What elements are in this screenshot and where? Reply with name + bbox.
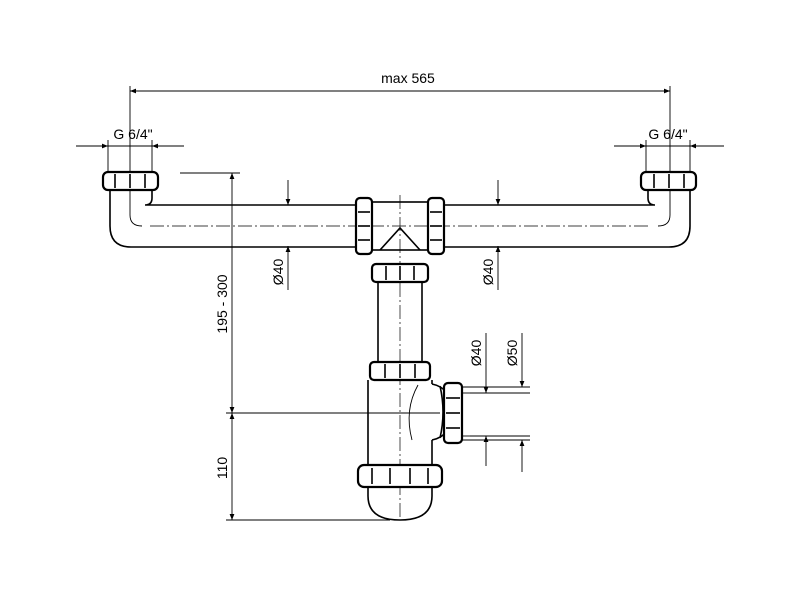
pipe-dia-left-label: Ø40 (270, 259, 286, 286)
thread-left-label: G 6/4" (113, 126, 152, 142)
dimension-pipe-left: Ø40 (270, 180, 291, 290)
dimension-max-width: max 565 (129, 70, 671, 180)
inlet-nut-right (639, 170, 698, 192)
outlet-dia-inner-label: Ø40 (468, 340, 484, 367)
inlet-nut-left (101, 170, 160, 192)
thread-right-label: G 6/4" (648, 126, 687, 142)
outlet-height-label: 110 (214, 457, 230, 480)
trap-body (367, 380, 470, 465)
dimension-outlet-height: 110 (214, 412, 440, 521)
trap-cup (356, 463, 444, 521)
dimension-thread-right: G 6/4" (614, 126, 724, 172)
outlet-dia-outer-label: Ø50 (504, 340, 520, 367)
dimension-outlet-diameters: Ø40 Ø50 (462, 333, 530, 472)
dimension-height-range: 195 - 300 (180, 172, 240, 413)
dimension-pipe-right: Ø40 (480, 180, 501, 290)
max-width-label: max 565 (381, 70, 435, 86)
pipe-dia-right-label: Ø40 (480, 259, 496, 286)
vertical-pipe (368, 262, 432, 382)
height-range-label: 195 - 300 (214, 274, 230, 333)
dimension-thread-left: G 6/4" (76, 126, 184, 172)
t-junction (354, 195, 446, 520)
